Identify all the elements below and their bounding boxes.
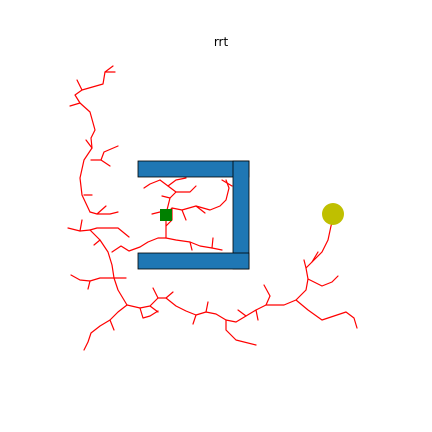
tree-branch-25 <box>157 291 174 299</box>
tree-branch-50 <box>189 241 193 251</box>
tree-branch-51 <box>211 237 214 249</box>
tree-branch-27 <box>192 314 197 325</box>
tree-branch-32 <box>263 284 271 297</box>
tree-branch-24 <box>152 287 159 299</box>
tree-branch-31 <box>255 309 259 321</box>
tree-branch-36 <box>303 259 307 269</box>
tree-branch-16 <box>70 274 115 282</box>
obstacle-top-wall <box>137 160 250 178</box>
tree-branch-35 <box>305 215 335 280</box>
tree-branch-22 <box>139 307 159 319</box>
tree-branch-4 <box>85 139 93 149</box>
tree-branch-2 <box>69 102 81 107</box>
tree-branch-42 <box>195 205 206 214</box>
tree-branch-6 <box>100 159 111 167</box>
tree-branch-29 <box>225 319 257 346</box>
tree-branch-30 <box>237 309 247 317</box>
tree-branch-46 <box>167 177 187 187</box>
tree-branch-17 <box>87 280 91 290</box>
tree-branch-37 <box>311 251 319 263</box>
tree-branch-47 <box>143 179 161 189</box>
tree-branch-19 <box>83 304 128 351</box>
tree-branch-21 <box>126 297 159 309</box>
tree-branch-14 <box>111 237 167 253</box>
tree-branch-28 <box>205 301 209 313</box>
start-marker <box>160 209 172 221</box>
tree-branch-9 <box>96 205 107 215</box>
goal-marker <box>322 203 344 225</box>
tree-branch-45 <box>175 185 197 193</box>
tree-branch-11 <box>79 219 83 232</box>
tree-branch-49 <box>165 237 223 251</box>
tree-branch-20 <box>109 319 115 331</box>
tree-branch-13 <box>89 229 128 306</box>
obstacle-bottom-wall <box>137 252 250 270</box>
tree-branch-52 <box>221 179 233 187</box>
tree-branch-5 <box>90 145 119 161</box>
tree-branch-1 <box>76 79 83 91</box>
tree-branch-33 <box>265 278 309 306</box>
tree-branch-44 <box>161 195 171 199</box>
tree-branch-0 <box>74 65 114 213</box>
tree-branch-26 <box>165 295 271 323</box>
obstacle-group <box>137 160 250 270</box>
tree-branch-41 <box>181 209 187 221</box>
tree-branch-40 <box>165 179 230 215</box>
tree-branch-8 <box>89 211 119 215</box>
tree-branch-10 <box>67 227 91 232</box>
tree-branch-15 <box>93 239 101 246</box>
tree-branch-34 <box>295 299 358 329</box>
tree-branch-23 <box>149 305 159 313</box>
tree-branch-38 <box>307 275 339 287</box>
tree-branch-12 <box>89 227 130 238</box>
figure-title: rrt <box>214 35 229 49</box>
rrt-tree <box>67 65 358 351</box>
